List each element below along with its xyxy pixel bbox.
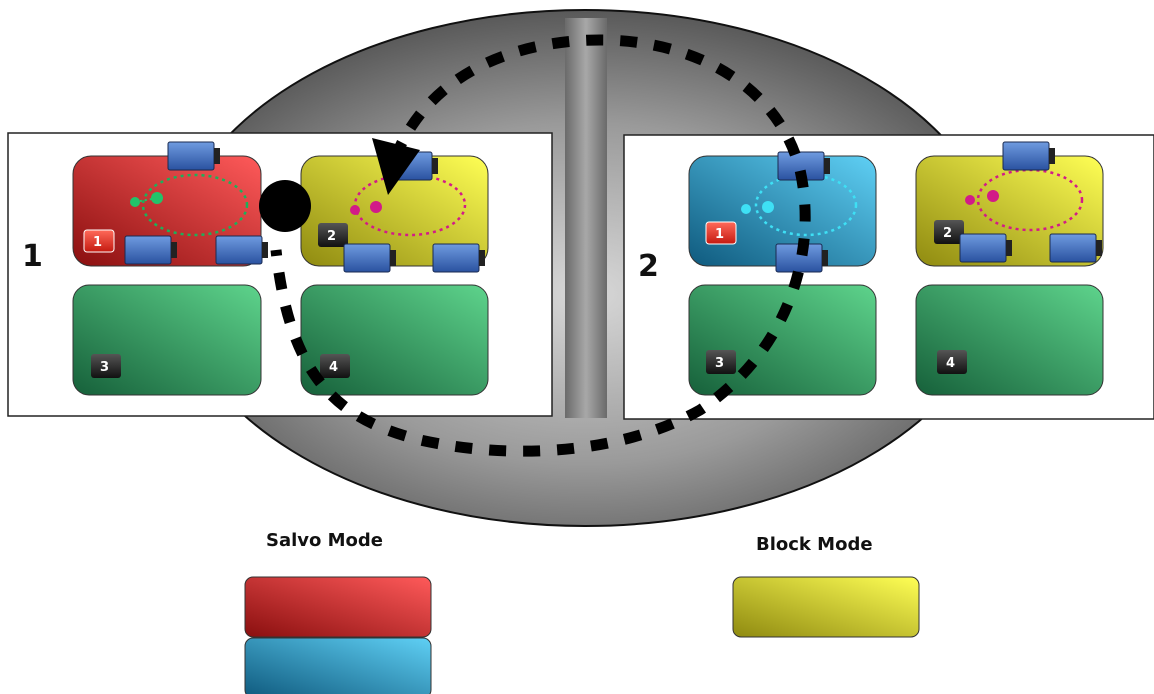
badge-2: 2 — [943, 226, 952, 241]
badge-3: 3 — [715, 356, 724, 371]
camera-icon — [167, 141, 220, 171]
salvo-red-swatch — [244, 576, 432, 638]
camera-icon — [1002, 141, 1055, 171]
travel-path — [259, 34, 811, 457]
legend-block-title: Block Mode — [756, 534, 873, 555]
badge-3: 3 — [100, 360, 109, 375]
panel-2-block-3[interactable]: 3 — [688, 284, 877, 396]
camera-icon — [777, 151, 830, 181]
camera-icon — [1049, 233, 1102, 263]
panel-2-number: 2 — [638, 249, 659, 284]
panel-2: 2 1 2 3 4 — [623, 134, 1154, 420]
camera-icon — [343, 243, 396, 273]
camera-icon — [432, 243, 485, 273]
block-yellow-swatch — [732, 576, 920, 638]
panel-1-block-1[interactable]: 1 — [72, 155, 262, 267]
camera-icon — [959, 233, 1012, 263]
camera-icon — [124, 235, 177, 265]
legend-salvo-title: Salvo Mode — [266, 530, 384, 551]
panel-1: 1 1 2 3 4 — [7, 132, 553, 417]
panel-1-block-4[interactable]: 4 — [300, 284, 489, 396]
legend-block-swatches — [732, 576, 920, 638]
arrow-head-icon — [372, 138, 420, 195]
legend-salvo-swatches — [244, 576, 432, 694]
panel-1-block-3[interactable]: 3 — [72, 284, 262, 396]
badge-2: 2 — [327, 229, 336, 244]
badge-4: 4 — [329, 360, 338, 375]
badge-4: 4 — [946, 356, 955, 371]
badge-1: 1 — [93, 235, 102, 250]
salvo-blue-swatch — [244, 637, 432, 694]
panel-1-number: 1 — [22, 239, 43, 274]
badge-1: 1 — [715, 227, 724, 242]
divider-stem — [565, 18, 607, 418]
camera-icon — [215, 235, 268, 265]
panel-2-block-1[interactable]: 1 — [688, 155, 877, 267]
start-dot-icon — [259, 180, 311, 232]
panel-2-block-4[interactable]: 4 — [915, 284, 1104, 396]
